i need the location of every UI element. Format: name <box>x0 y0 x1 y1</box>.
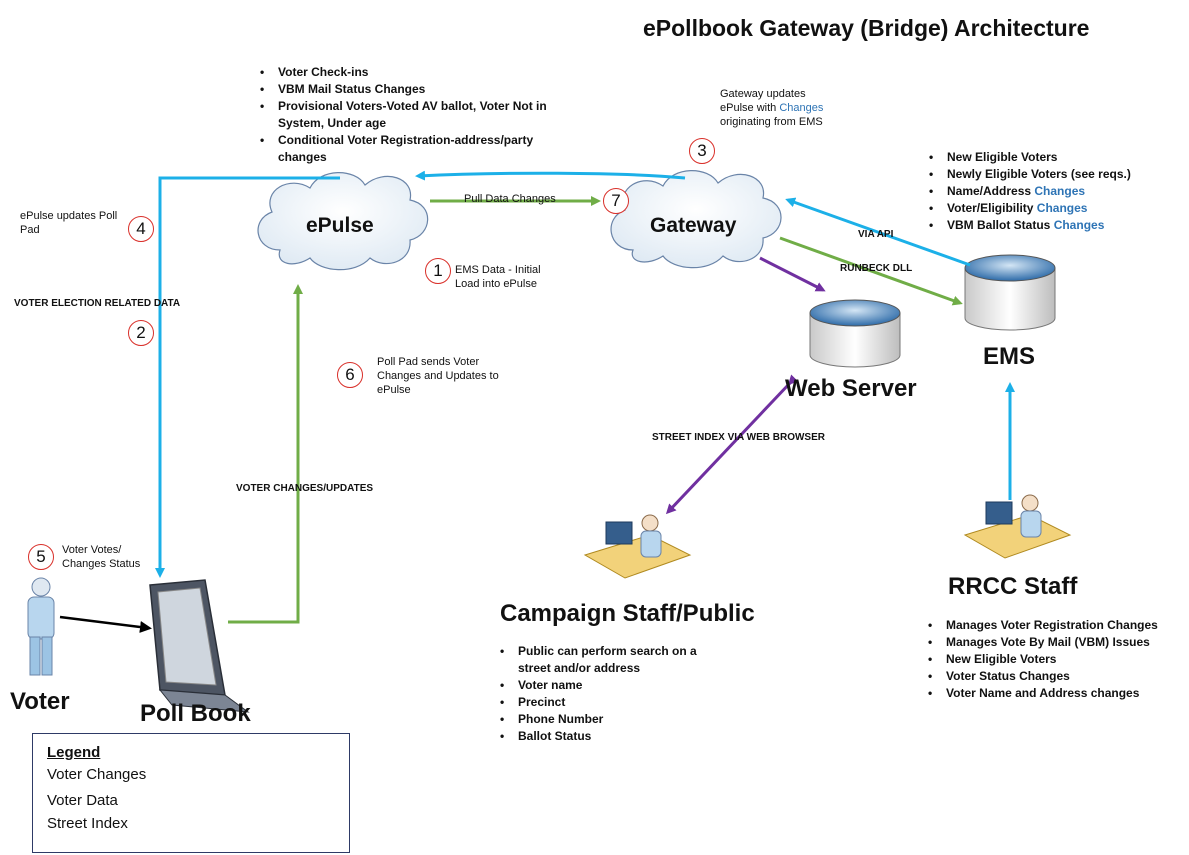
step-4-marker: 4 <box>128 216 154 242</box>
edge-label-voter-election: VOTER ELECTION RELATED DATA <box>14 298 181 309</box>
edge-epulse-to-pollbook <box>155 176 340 578</box>
step-2-marker: 2 <box>128 320 154 346</box>
list-item: VBM Ballot Status Changes <box>929 217 1189 234</box>
step-5-text: Voter Votes/ Changes Status <box>62 544 141 570</box>
step-5-marker: 5 <box>28 544 54 570</box>
list-item: Public can perform search on a street an… <box>500 643 718 677</box>
epulse-bullet-list: Voter Check-ins VBM Mail Status Changes … <box>256 64 578 166</box>
page-title: ePollbook Gateway (Bridge) Architecture <box>643 15 1090 41</box>
list-item: Precinct <box>500 694 718 711</box>
edge-label-via-api: VIA API <box>858 229 894 240</box>
gateway-label: Gateway <box>650 214 737 237</box>
list-item: Conditional Voter Registration-address/p… <box>260 132 578 166</box>
step-3-text: Gateway updates ePulse with Changes orig… <box>720 88 824 128</box>
list-item: Name/Address Changes <box>929 183 1189 200</box>
list-item: Manages Vote By Mail (VBM) Issues <box>928 634 1189 651</box>
list-item: Voter Name and Address changes <box>928 685 1189 702</box>
campaign-staff-workstation <box>583 514 692 579</box>
rrcc-staff-workstation <box>963 494 1072 559</box>
step-1-text: EMS Data - Initial Load into ePulse <box>455 264 541 290</box>
step-6-text: Poll Pad sends Voter Changes and Updates… <box>377 356 499 396</box>
campaign-bullet-list: Public can perform search on a street an… <box>496 643 718 745</box>
edge-gateway-to-webserver <box>759 256 826 292</box>
list-item: VBM Mail Status Changes <box>260 81 578 98</box>
edge-ems-to-gateway <box>785 197 971 267</box>
web-server-label: Web Server <box>785 375 917 402</box>
ems-label: EMS <box>983 343 1036 370</box>
list-item: Voter Status Changes <box>928 668 1189 685</box>
edge-voter-to-pollbook <box>59 615 152 633</box>
epulse-label: ePulse <box>306 214 374 237</box>
list-item: New Eligible Voters <box>929 149 1189 166</box>
list-item: Manages Voter Registration Changes <box>928 617 1189 634</box>
edge-gateway-to-ems <box>779 236 963 306</box>
epulse-cloud <box>257 172 429 271</box>
step-3-marker: 3 <box>689 138 715 164</box>
list-item: Phone Number <box>500 711 718 728</box>
poll-book-device <box>149 579 250 713</box>
step-1-marker: 1 <box>425 258 451 284</box>
ems-cylinder <box>964 254 1056 331</box>
list-item: Voter/Eligibility Changes <box>929 200 1189 217</box>
edge-gateway-to-epulse <box>415 170 686 181</box>
voter-label: Voter <box>10 688 70 715</box>
list-item: Voter name <box>500 677 718 694</box>
legend-heading: Legend <box>47 744 101 761</box>
legend-item-street-index: Street Index <box>47 815 128 832</box>
step-6-marker: 6 <box>337 362 363 388</box>
legend-item-voter-data: Voter Data <box>47 792 118 809</box>
list-item: New Eligible Voters <box>928 651 1189 668</box>
edge-pollbook-to-epulse <box>228 284 303 624</box>
web-server-cylinder <box>809 299 901 368</box>
poll-book-label: Poll Book <box>140 700 251 727</box>
rrcc-bullet-list: Manages Voter Registration Changes Manag… <box>924 617 1189 702</box>
edge-label-street-index: STREET INDEX VIA WEB BROWSER <box>652 432 825 443</box>
ems-bullet-list: New Eligible Voters Newly Eligible Voter… <box>925 149 1189 234</box>
campaign-staff-label: Campaign Staff/Public <box>500 600 755 627</box>
step-4-text: ePulse updates Poll Pad <box>20 210 118 236</box>
rrcc-staff-label: RRCC Staff <box>948 573 1078 600</box>
legend: Legend Voter Changes Voter Data Street I… <box>32 733 350 853</box>
edge-label-pull-data: Pull Data Changes <box>464 193 556 205</box>
list-item: Provisional Voters-Voted AV ballot, Vote… <box>260 98 578 132</box>
list-item: Newly Eligible Voters (see reqs.) <box>929 166 1189 183</box>
edge-label-runbeck: RUNBECK DLL <box>840 263 913 274</box>
voter-figure <box>27 577 55 676</box>
list-item: Voter Check-ins <box>260 64 578 81</box>
step-7-marker: 7 <box>603 188 629 214</box>
edge-webserver-to-campaign <box>665 374 799 515</box>
edge-label-voter-changes: VOTER CHANGES/UPDATES <box>236 483 374 494</box>
list-item: Ballot Status <box>500 728 718 745</box>
legend-item-voter-changes: Voter Changes <box>47 766 147 783</box>
